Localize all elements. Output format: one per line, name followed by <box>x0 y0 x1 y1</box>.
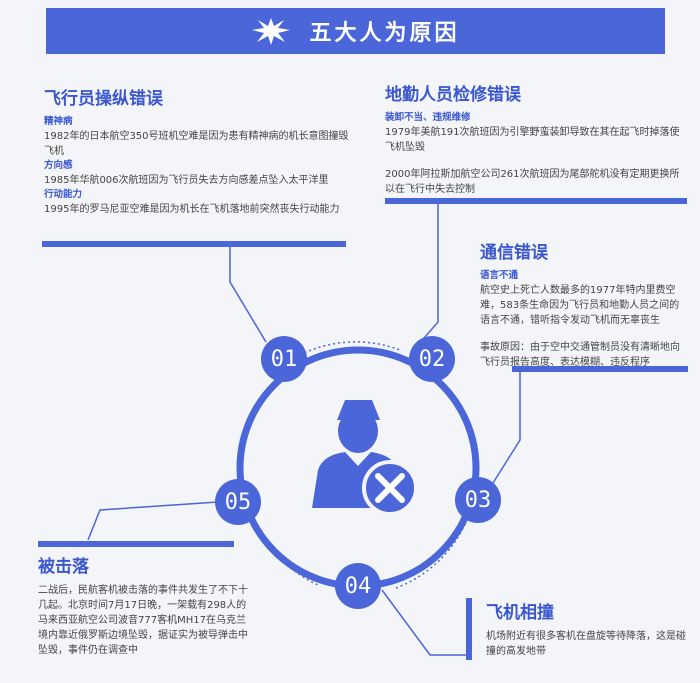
step-03-badge: 03 <box>455 477 501 523</box>
body-text: 2000年阿拉斯加航空公司261次航班因为尾部舵机没有定期更换所以在飞行中失去控… <box>385 169 680 195</box>
connector-02 <box>417 200 439 346</box>
header-banner: 五大人为原因 <box>46 8 665 54</box>
connector-01 <box>229 243 267 343</box>
side-bar <box>466 598 472 660</box>
subheading: 精神病 <box>44 116 73 127</box>
body-text: 1995年的罗马尼亚空难是因为机长在飞机落地前突然丧失行动能力 <box>44 204 340 215</box>
body-text: 1982年的日本航空350号班机空难是因为患有精神病的机长意图撞毁飞机 <box>44 131 349 157</box>
body-text: 航空史上死亡人数最多的1977年特内里费空难，583条生命因为飞行员和地勤人员之… <box>480 285 680 326</box>
body-text: 二战后，民航客机被击落的事件共发生了不下十几起。北京时间7月17日晚，一架载有2… <box>38 585 248 656</box>
section-title: 被击落 <box>38 557 89 577</box>
body-text: 事故原因：由于空中交通管制员没有清晰地向飞行员报告高度、表达模糊、违反程序 <box>480 342 680 368</box>
connector-03 <box>492 368 521 484</box>
section-title: 飞机相撞 <box>486 603 554 623</box>
section-title: 地勤人员检修错误 <box>385 85 521 105</box>
divider-bar <box>385 198 687 204</box>
step-04-badge: 04 <box>335 563 381 609</box>
body-text: 1979年美航191次航班因为引擎野蛮装卸导致在其在起飞时掉落使飞机坠毁 <box>385 127 680 153</box>
step-02-badge: 02 <box>409 336 455 382</box>
subheading: 语言不通 <box>480 270 519 281</box>
subheading: 行动能力 <box>44 189 83 200</box>
divider-bar <box>38 541 234 547</box>
step-01-badge: 01 <box>261 336 307 382</box>
section-communication-error: 通信错误 语言不通 航空史上死亡人数最多的1977年特内里费空难，583条生命因… <box>480 238 685 370</box>
connector-05 <box>87 501 219 541</box>
section-collision: 飞机相撞 机场附近有很多客机在盘旋等待降落，这是碰撞的高发地带 <box>486 598 686 659</box>
body-text: 机场附近有很多客机在盘旋等待降落，这是碰撞的高发地带 <box>486 631 686 657</box>
step-05-badge: 05 <box>215 479 261 525</box>
section-pilot-error: 飞行员操纵错误 精神病 1982年的日本航空350号班机空难是因为患有精神病的机… <box>44 84 356 217</box>
starburst-icon <box>252 18 291 45</box>
connector-04 <box>381 589 466 656</box>
section-shot-down: 被击落 二战后，民航客机被击落的事件共发生了不下十几起。北京时间7月17日晚，一… <box>38 552 248 658</box>
body-text: 1985年华航006次航班因为飞行员失去方向感差点坠入太平洋里 <box>44 175 329 186</box>
section-ground-crew-error: 地勤人员检修错误 装卸不当、违规维修 1979年美航191次航班因为引擎野蛮装卸… <box>385 80 685 197</box>
divider-bar <box>512 366 688 372</box>
section-title: 飞行员操纵错误 <box>44 89 163 109</box>
subheading: 方向感 <box>44 160 73 171</box>
section-title: 通信错误 <box>480 243 548 263</box>
subheading: 装卸不当、违规维修 <box>385 112 471 123</box>
pilot-cancel-icon <box>312 400 418 516</box>
page-title: 五大人为原因 <box>309 21 460 46</box>
divider-bar <box>42 241 346 247</box>
